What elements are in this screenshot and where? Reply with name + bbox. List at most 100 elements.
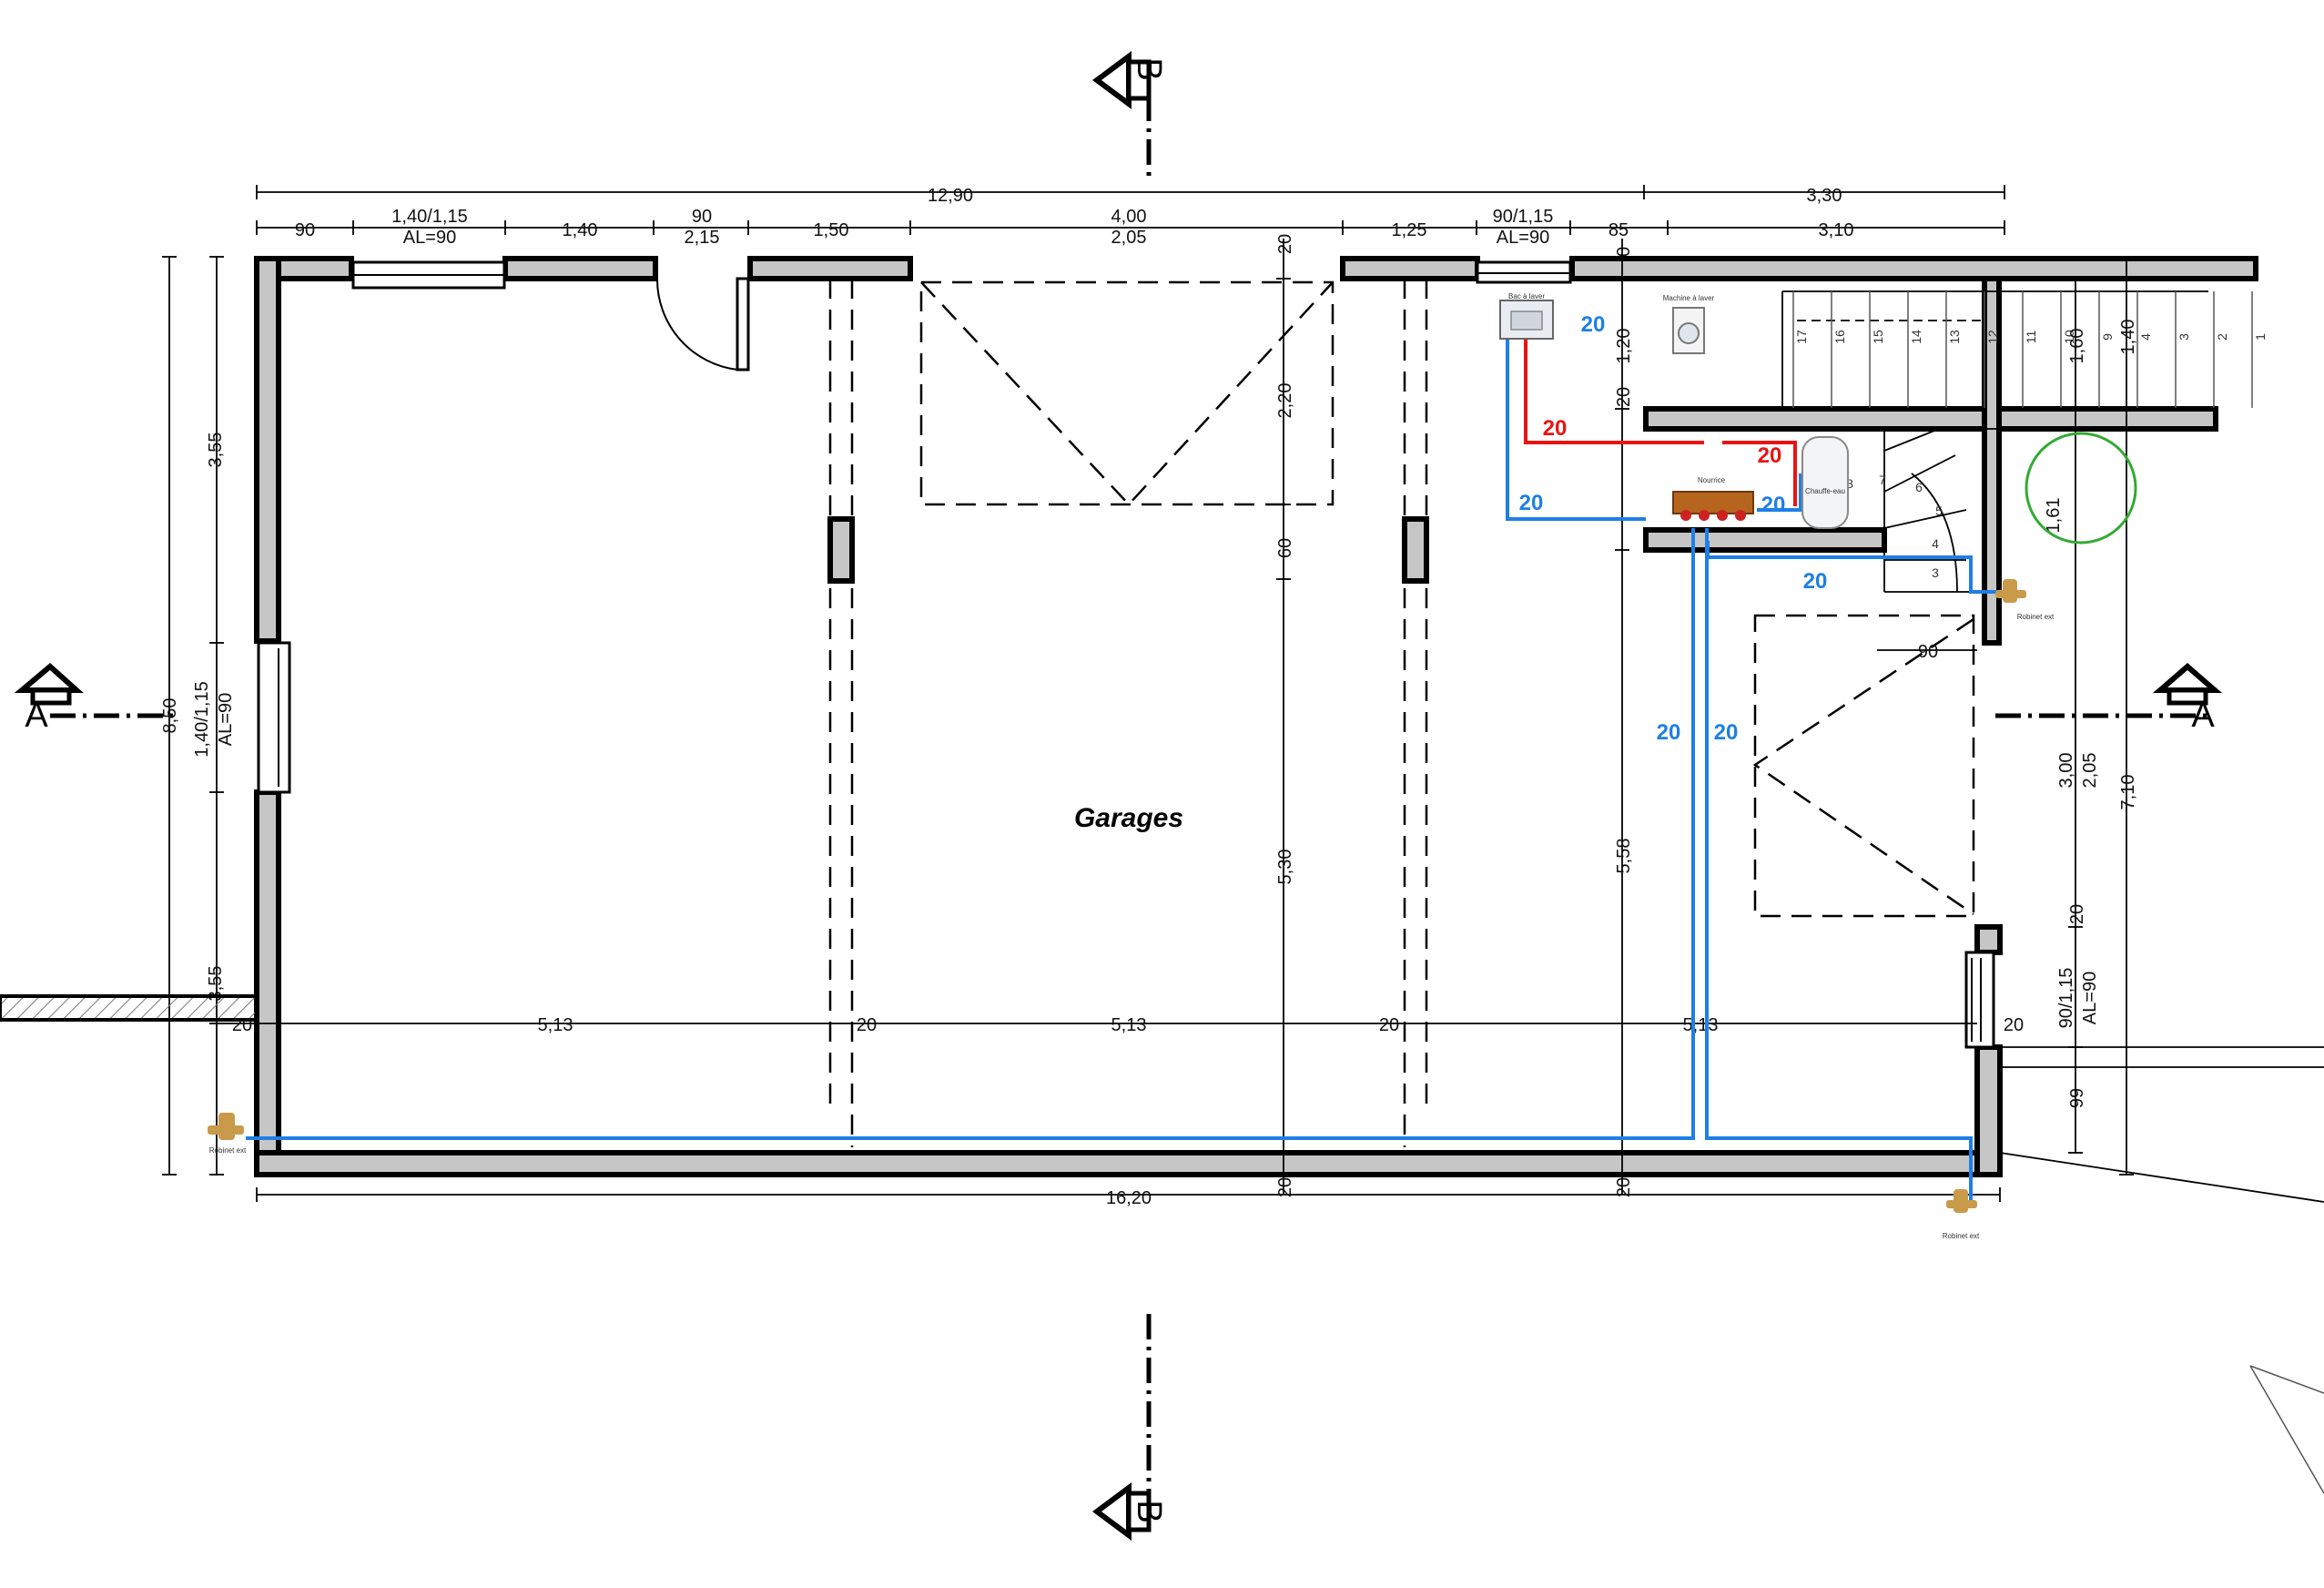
winder-step-number: 4 <box>1932 536 1939 551</box>
dim-window1-sill: AL=90 <box>403 228 456 248</box>
dim-window1-size: 1,40/1,15 <box>391 207 467 227</box>
stair-step-number: 15 <box>1871 330 1885 344</box>
dim-left-window-sill: AL=90 <box>216 693 236 746</box>
site-line-bottom-right <box>2249 1365 2324 1494</box>
section-b-top-label: B <box>1130 57 1168 80</box>
window-top-right <box>1476 260 1572 284</box>
stair-step-number: 12 <box>1985 330 2000 344</box>
winder-step-number: 7 <box>1879 473 1886 487</box>
washing-machine: Machine à laver <box>1663 294 1715 354</box>
section-a-left-label: A <box>25 697 48 735</box>
dim-90: 90 <box>295 220 315 240</box>
manifold: Nourrice <box>1672 476 1754 521</box>
exterior-tap-right: Robinet ext <box>1995 579 2055 621</box>
stair-step-number: 2 <box>2215 333 2229 341</box>
door-top <box>655 277 750 372</box>
winder-step-number: 6 <box>1915 480 1923 494</box>
stair-step-number: 11 <box>2024 331 2038 344</box>
dim-inner-20c: 20 <box>1614 1177 1634 1197</box>
section-b-bottom: B <box>1091 1314 1168 1541</box>
stair-step-number: 13 <box>1947 330 1962 344</box>
washing-machine-label: Machine à laver <box>1663 294 1715 302</box>
pipe-label-cold-4: 20 <box>1803 569 1828 594</box>
dim-right-20: 20 <box>2067 904 2087 924</box>
stair-step-number: 1 <box>2253 333 2268 341</box>
stair-step-number: 3 <box>2177 333 2191 341</box>
cold-water-pipes <box>246 339 2012 1202</box>
manifold-label: Nourrice <box>1698 476 1726 484</box>
dim-door-height: 2,15 <box>685 228 720 248</box>
garage-openings <box>828 279 1975 1147</box>
dim-left-355b: 3,55 <box>206 966 226 1002</box>
laundry-sink: Bac à laver <box>1499 292 1554 340</box>
dim-85: 85 <box>1609 220 1629 240</box>
stair-step-number: 16 <box>1832 330 1847 344</box>
dim-140: 1,40 <box>563 220 598 240</box>
dim-gate-height: 2,05 <box>1111 228 1147 248</box>
dim-inner-20a: 20 <box>1614 387 1634 407</box>
dim-left-355a: 3,55 <box>206 433 226 468</box>
dim-left-window-size: 1,40/1,15 <box>192 681 212 757</box>
exterior-tap-bottom-label: Robinet ext <box>1943 1232 1980 1240</box>
right-dimension-lines <box>1999 258 2324 1203</box>
dim-right-710: 7,10 <box>2118 775 2138 810</box>
dim-20-gate: 20 <box>1275 234 1295 254</box>
dim-inner-20b: 20 <box>1275 1177 1295 1197</box>
dim-gate-width: 4,00 <box>1111 207 1147 227</box>
pipe-label-cold-5: 20 <box>1657 720 1681 745</box>
dim-right-99: 99 <box>2067 1088 2087 1108</box>
window-right-wall <box>1964 951 1995 1049</box>
dim-inner-20-h3: 20 <box>2004 1015 2024 1035</box>
exterior-tap-bottom: Robinet ext <box>1943 1189 1980 1240</box>
dim-right-205: 2,05 <box>2080 753 2100 789</box>
dim-inner-120: 1,20 <box>1614 329 1634 364</box>
dim-right-161: 1,61 <box>2044 498 2064 534</box>
section-a-right-label: A <box>2191 697 2215 735</box>
dim-inner-60: 60 <box>1275 538 1295 558</box>
pipe-label-hot-1: 20 <box>1543 416 1568 441</box>
pipe-label-cold-3: 20 <box>1761 493 1786 517</box>
water-heater: Chauffe-eau <box>1801 436 1849 529</box>
stair-step-number: 14 <box>1909 330 1923 344</box>
pipe-label-cold-2: 20 <box>1519 491 1544 515</box>
section-a-left: A <box>14 663 173 735</box>
stairs-winder <box>1883 428 2039 593</box>
section-b-top: B <box>1091 51 1168 178</box>
dim-inner-558: 5,58 <box>1614 839 1634 874</box>
dim-right-300: 3,00 <box>2056 753 2076 789</box>
dim-left-total: 8,50 <box>160 698 180 734</box>
exterior-tap-left-label: Robinet ext <box>209 1146 247 1155</box>
dim-window2-size: 90/1,15 <box>1493 207 1554 227</box>
winder-step-number: 5 <box>1935 504 1943 518</box>
window-top-left <box>351 260 506 290</box>
exterior-tap-left: Robinet ext <box>208 1113 247 1155</box>
dim-310: 3,10 <box>1819 220 1854 240</box>
stair-step-number: 17 <box>1794 330 1809 344</box>
hot-water-pipes <box>1524 339 1797 506</box>
dim-right-140: 1,40 <box>2118 320 2138 355</box>
left-dimension-chains: 8,50 3,55 1,40/1,15 AL=90 3,55 <box>160 256 236 1176</box>
room-name-garages: Garages <box>1074 803 1183 833</box>
window-left-wall <box>257 641 291 794</box>
section-a-right: A <box>1995 663 2223 735</box>
dim-inner-20-h1: 20 <box>857 1015 877 1035</box>
water-heater-label: Chauffe-eau <box>1805 487 1845 495</box>
dim-125: 1,25 <box>1392 220 1427 240</box>
turning-circle <box>2025 432 2137 545</box>
section-b-bottom-label: B <box>1130 1500 1168 1522</box>
dim-door-width: 90 <box>692 207 712 227</box>
dim-total-width: 12,90 <box>928 186 973 206</box>
dim-inner-513a: 5,13 <box>538 1015 573 1035</box>
dim-inner-20-h2: 20 <box>1379 1015 1399 1035</box>
walls <box>0 256 2258 1177</box>
stair-step-number: 4 <box>2138 333 2153 341</box>
site-line-bottom-right-2 <box>2249 1365 2324 1394</box>
dim-inner-220: 2,20 <box>1275 383 1295 419</box>
inner-dimension-lines <box>209 239 2001 1202</box>
dim-inner-90: 90 <box>1918 642 1938 662</box>
laundry-sink-label: Bac à laver <box>1508 292 1545 300</box>
winder-step-number: 3 <box>1932 565 1939 580</box>
